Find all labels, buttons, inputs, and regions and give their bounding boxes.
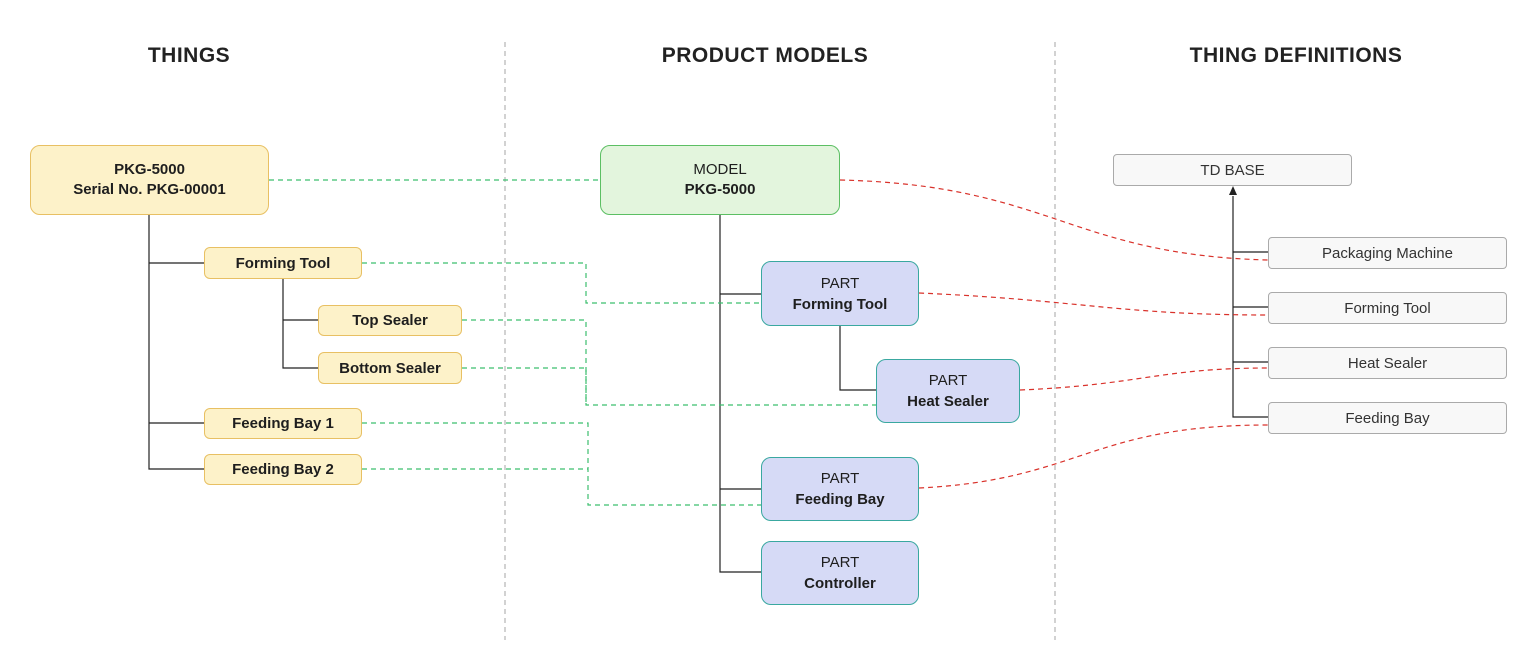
definition-feeding-bay[interactable]: Feeding Bay: [1268, 402, 1507, 434]
thing-label: Bottom Sealer: [339, 359, 441, 377]
definition-packaging-machine[interactable]: Packaging Machine: [1268, 237, 1507, 269]
definition-td-base[interactable]: TD BASE: [1113, 154, 1352, 186]
thing-bottom-sealer[interactable]: Bottom Sealer: [318, 352, 462, 384]
definition-label: Feeding Bay: [1345, 409, 1430, 427]
thing-serial: Serial No. PKG-00001: [73, 181, 226, 198]
thing-feeding-bay-1[interactable]: Feeding Bay 1: [204, 408, 362, 439]
things-tree-lines: [148, 215, 318, 470]
thing-label: Top Sealer: [352, 312, 428, 329]
thing-forming-tool[interactable]: Forming Tool: [204, 247, 362, 279]
definition-label: Packaging Machine: [1322, 244, 1453, 262]
definition-label: Heat Sealer: [1347, 354, 1428, 372]
part-name: Feeding Bay: [795, 491, 885, 508]
column-title-thing-definitions: THING DEFINITIONS: [1189, 44, 1403, 67]
part-controller[interactable]: PART Controller: [761, 541, 919, 605]
thing-top-sealer[interactable]: Top Sealer: [318, 305, 462, 336]
part-heat-sealer[interactable]: PART Heat Sealer: [876, 359, 1020, 423]
model-definition-links: [839, 179, 1269, 489]
part-kind: PART: [820, 470, 860, 487]
model-pkg-5000[interactable]: MODEL PKG-5000: [600, 145, 840, 215]
definition-heat-sealer[interactable]: Heat Sealer: [1268, 347, 1507, 379]
part-forming-tool[interactable]: PART Forming Tool: [761, 261, 919, 326]
thing-name: PKG-5000: [114, 161, 185, 178]
thing-label: Feeding Bay 2: [232, 461, 334, 478]
model-name: PKG-5000: [684, 181, 756, 198]
model-tree-lines: [719, 215, 876, 573]
thing-label: Forming Tool: [235, 254, 331, 272]
column-title-things: THINGS: [147, 44, 231, 67]
definition-label: TD BASE: [1200, 161, 1265, 179]
part-name: Heat Sealer: [907, 393, 989, 410]
thing-feeding-bay-2[interactable]: Feeding Bay 2: [204, 454, 362, 485]
part-kind: PART: [820, 274, 860, 292]
thing-label: Feeding Bay 1: [232, 415, 334, 432]
definition-tree-lines: [1232, 196, 1268, 418]
model-kind: MODEL: [693, 161, 747, 178]
part-kind: PART: [928, 372, 968, 389]
part-name: Forming Tool: [792, 295, 888, 313]
part-feeding-bay[interactable]: PART Feeding Bay: [761, 457, 919, 521]
definition-label: Forming Tool: [1344, 299, 1431, 317]
column-title-product-models: PRODUCT MODELS: [661, 44, 869, 67]
part-kind: PART: [820, 554, 860, 571]
definition-forming-tool[interactable]: Forming Tool: [1268, 292, 1507, 324]
thing-model-links: [269, 179, 876, 506]
inherits-arrow-head: [1229, 186, 1237, 195]
thing-pkg-5000[interactable]: PKG-5000 Serial No. PKG-00001: [30, 145, 269, 215]
part-name: Controller: [804, 575, 876, 592]
